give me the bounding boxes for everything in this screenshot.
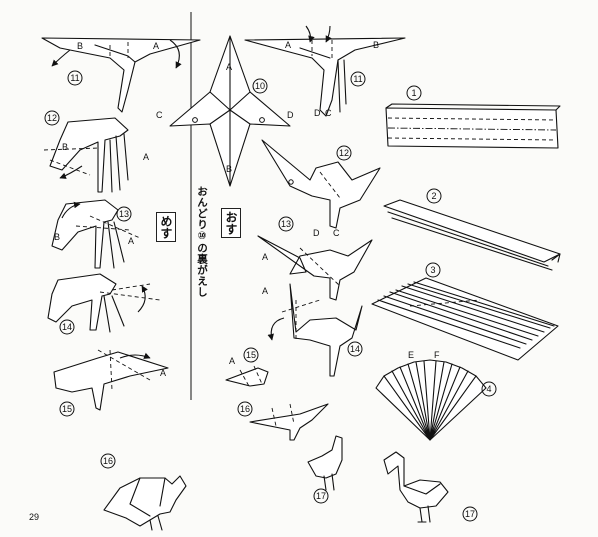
svg-text:13: 13 [119,209,129,219]
letter-d: D [313,228,320,238]
right-step-13-figure: A D C [257,228,373,301]
svg-text:3: 3 [430,265,435,275]
letter-a: A [226,62,232,72]
left-step-11-figure: B A [41,37,201,113]
svg-text:15: 15 [246,350,256,360]
letter-c: C [325,108,332,118]
step-number-12-left: 12 [44,110,60,126]
letter-b: B [77,41,83,51]
letter-b: B [373,40,379,50]
step-number-16-left: 16 [100,453,116,469]
svg-text:15: 15 [62,404,72,414]
svg-text:4: 4 [486,384,491,394]
letter-a: A [128,236,134,246]
page-number: 29 [29,512,40,522]
reverse-side-note: おんどり⑩の裏がえし [196,186,208,298]
letter-a: A [262,252,268,262]
letter-b: B [62,142,68,152]
step-number-11-left: 11 [67,70,83,86]
svg-text:12: 12 [339,148,349,158]
step-number-12-right: 12 [336,145,352,161]
letter-a: A [153,41,159,51]
step-number-1: 1 [406,85,422,101]
final-rooster-figure [383,451,449,523]
tail-step-1-figure [385,103,561,149]
step-number-11-right: 11 [350,71,366,87]
svg-text:14: 14 [62,322,72,332]
letter-a: A [143,152,149,162]
letter-c: C [333,228,340,238]
step-number-16-right: 16 [237,401,253,417]
right-step-16-figure [249,403,329,441]
center-step-10-figure: A B C D [156,35,294,187]
step-number-4: 4 [481,381,497,397]
left-step-14-figure [47,273,161,333]
svg-text:11: 11 [353,74,362,84]
step-number-13-right: 13 [278,216,294,232]
step-number-10: 10 [252,78,268,94]
step-number-17-mid: 17 [313,488,329,504]
right-step-11-figure: A B D C [244,25,406,118]
letter-b: B [226,164,232,174]
svg-text:14: 14 [350,344,360,354]
svg-text:17: 17 [316,491,326,501]
letter-a: A [285,40,291,50]
left-step-12-figure: B A [43,117,149,193]
step-number-15-left: 15 [59,401,75,417]
svg-text:2: 2 [431,191,436,201]
step-number-14-right: 14 [347,341,363,357]
svg-text:12: 12 [47,113,57,123]
right-step-12-figure [261,139,381,229]
mesu-label-box: めす [156,212,176,242]
tail-step-3-figure [371,277,559,361]
right-step-14-figure: A [262,283,363,377]
svg-text:10: 10 [255,81,265,91]
right-step-15-figure: A [225,356,269,389]
letter-d: D [314,108,321,118]
tail-step-4-fan-figure: E F [375,350,487,441]
letter-a: A [160,368,166,378]
svg-text:16: 16 [103,456,113,466]
mid-step-17-figure [307,435,343,491]
tail-step-2-figure [383,199,561,271]
letter-a: A [229,356,235,366]
step-number-2: 2 [426,188,442,204]
osu-label-box: おす [221,208,241,238]
letter-c: C [156,110,163,120]
letter-e: E [408,350,414,360]
letter-b: B [54,232,60,242]
svg-text:11: 11 [70,73,79,83]
letter-a: A [262,286,268,296]
step-number-15-right: 15 [243,347,259,363]
svg-text:17: 17 [465,509,475,519]
step-number-13-left: 13 [116,206,132,222]
left-step-15-figure: A [53,349,169,411]
step-number-14-left: 14 [59,319,75,335]
svg-text:1: 1 [411,88,416,98]
left-step-16-hen-figure [103,475,187,531]
step-number-17-right: 17 [462,506,478,522]
step-number-3: 3 [425,262,441,278]
svg-text:16: 16 [240,404,250,414]
svg-text:13: 13 [281,219,291,229]
letter-f: F [434,350,440,360]
letter-d: D [287,110,294,120]
